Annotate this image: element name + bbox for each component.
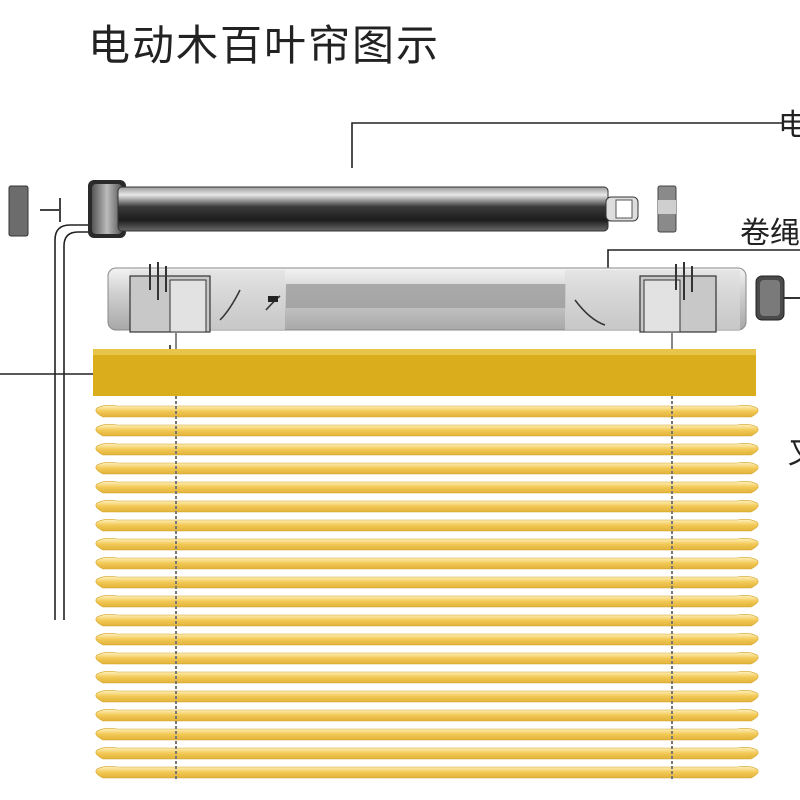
valance-top-rail (93, 349, 756, 396)
right-end-bracket-highlight (658, 200, 676, 214)
slat (95, 481, 759, 494)
slat (95, 633, 759, 646)
cord-drum-callout-label: 卷绳 (740, 216, 800, 251)
slat (95, 690, 759, 703)
slat (95, 519, 759, 532)
slat (95, 557, 759, 570)
slat (95, 614, 759, 627)
motor-clip (40, 198, 61, 222)
slat (95, 728, 759, 741)
left-cord-drum (129, 262, 281, 333)
slat (95, 405, 759, 418)
tilt-knob (755, 275, 800, 321)
slat (95, 424, 759, 437)
slat (95, 709, 759, 722)
slat (95, 576, 759, 589)
slat (95, 652, 759, 665)
slat (95, 747, 759, 760)
right-cord-drum (574, 262, 717, 333)
slat (95, 766, 759, 779)
motor-tube (88, 180, 639, 238)
motor-callout-line (351, 122, 783, 168)
motor-callout-label: 电 (778, 108, 800, 143)
slat (95, 671, 759, 684)
left-end-bracket (8, 185, 29, 237)
slat (95, 443, 759, 456)
valance-top-rail-highlight (93, 349, 756, 355)
power-cable-inner (63, 231, 100, 620)
slat (95, 500, 759, 513)
slat (95, 595, 759, 608)
cord-callout-line (607, 249, 800, 270)
slat-callout-label: 叉 (788, 428, 800, 472)
ladder-cords (175, 396, 673, 779)
slat (95, 462, 759, 475)
slat (95, 538, 759, 551)
slat-stack (95, 405, 759, 779)
diagram-title: 电动木百叶帘图示 (88, 21, 441, 70)
power-cable-outer (54, 224, 100, 620)
